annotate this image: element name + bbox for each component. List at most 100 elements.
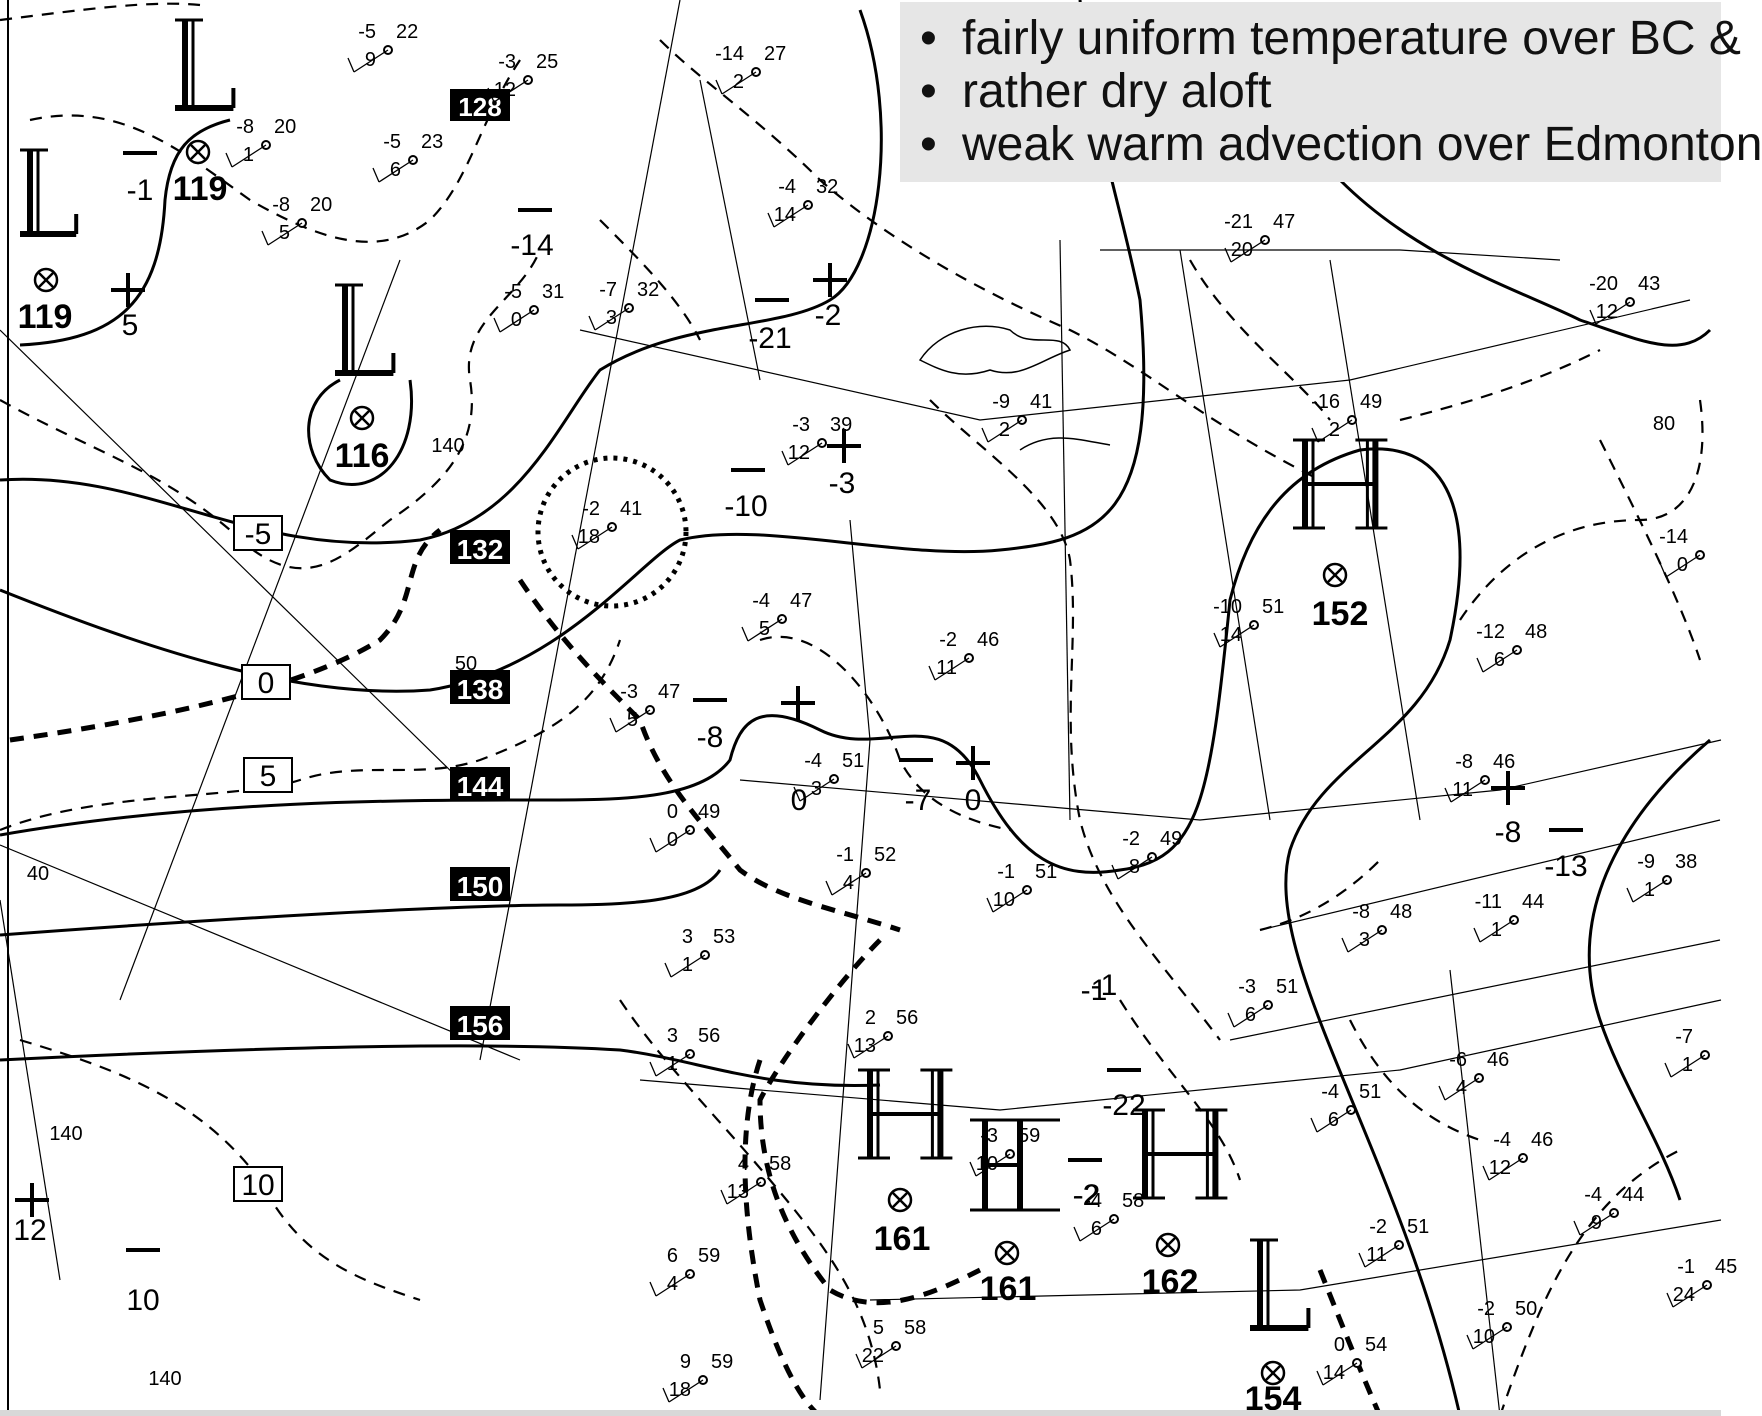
temp-mark-value: -10 [724,490,767,523]
station-height: 31 [542,281,564,303]
station-dewpoint: 0 [511,309,522,331]
station-temp: -21 [1224,211,1253,233]
station-dewpoint: 1 [1682,1054,1693,1076]
wind-barb-shaft [1322,1362,1358,1386]
center-value: 162 [1142,1263,1199,1301]
wind-barb [1310,1117,1318,1133]
station-dewpoint: 24 [1673,1284,1695,1306]
station-dewpoint: 10 [993,889,1015,911]
station-dewpoint: 1 [1644,879,1655,901]
wind-barb [649,1281,657,1297]
temp-mark-value: -3 [829,467,856,500]
station-dewpoint: 1 [1491,919,1502,941]
wind-barb-shaft [655,1273,691,1297]
wind-barb-shaft [655,829,691,853]
station-temp: -7 [1675,1026,1693,1048]
station-temp: -5 [504,281,522,303]
freezing-isotherm [9,528,1383,1416]
wind-barb-shaft [1488,1157,1524,1181]
station-dewpoint: 5 [279,222,290,244]
station-dewpoint: 18 [578,526,600,548]
temp-mark-value: -1 [1081,974,1108,1007]
wind-barb [1573,1220,1581,1236]
wind-barb-shaft [987,419,1023,443]
wind-barb [1666,1292,1674,1308]
wind-barb [1358,1252,1366,1268]
wind-barb [855,1353,863,1369]
station-temp: -1 [997,861,1015,883]
temp-mark-value: 0 [791,784,808,817]
station-dewpoint: 14 [1323,1362,1345,1384]
wind-barb [588,315,596,331]
high-letter [1293,438,1388,530]
high-letter [970,1118,1060,1212]
wind-barb [1482,1165,1490,1181]
temperature-box [243,757,293,793]
station-dewpoint: 4 [1456,1077,1467,1099]
temp-mark-value: 10 [126,1284,159,1317]
height-label-box [450,89,510,121]
graticule-label: 140 [148,1368,181,1390]
wind-barb [1341,937,1349,953]
wind-barb-shaft [1472,1326,1508,1350]
station-height: 23 [421,131,443,153]
station-temp: -2 [582,498,600,520]
station-dewpoint: 12 [1596,301,1618,323]
station-dewpoint: 9 [1591,1212,1602,1234]
wind-barb-shaft [1670,1054,1706,1078]
wind-barb-shaft [799,778,835,802]
isotherms [0,2,1704,1416]
station-dewpoint: 12 [1489,1157,1511,1179]
station-height: 38 [1675,851,1697,873]
station-dewpoint: 5 [627,709,638,731]
station-temp: -7 [599,279,617,301]
station-height: 49 [698,801,720,823]
center-marker-x [1327,567,1343,583]
center-marker-x [1265,1365,1281,1381]
station-temp: -4 [778,176,796,198]
wind-barb [261,230,269,246]
station-height: 45 [1715,1256,1737,1278]
height-label-box [450,1006,510,1040]
station-dewpoint: 4 [667,1273,678,1295]
station-dewpoint: 10 [976,1153,998,1175]
station-temp: -9 [992,391,1010,413]
station-height: 41 [1030,391,1052,413]
low-letter [1250,1238,1311,1331]
center-marker-x [1160,1237,1176,1253]
station-temp: 0 [1334,1334,1345,1356]
station-dewpoint: 2 [999,419,1010,441]
station-dewpoint: 2 [733,71,744,93]
station-height: 50 [1515,1298,1537,1320]
station-height: 51 [1407,1216,1429,1238]
wind-barb-shaft [1479,919,1515,943]
temp-mark-value: -2 [1073,1179,1100,1212]
wind-barb-shaft [726,1181,762,1205]
graticule-label: 140 [49,1123,82,1145]
station-height: 32 [637,279,659,301]
wind-barb-shaft [1632,879,1668,903]
wind-barb-shaft [934,657,970,681]
station-height: 32 [816,176,838,198]
station-plot: -140 [1659,526,1705,578]
station-dewpoint: 8 [1129,856,1140,878]
station-temp: -2 [1477,1298,1495,1320]
wind-barb-shaft [1450,779,1486,803]
station-dewpoint: 5 [759,618,770,640]
wind-barb-shaft [861,1345,897,1369]
temp-mark-value: -13 [1544,850,1587,883]
station-height: 59 [698,1245,720,1267]
wind-barb-shaft [577,526,613,550]
station-temp: -5 [358,21,376,43]
wind-barb-shaft [1347,929,1383,953]
wind-barb [225,152,233,168]
